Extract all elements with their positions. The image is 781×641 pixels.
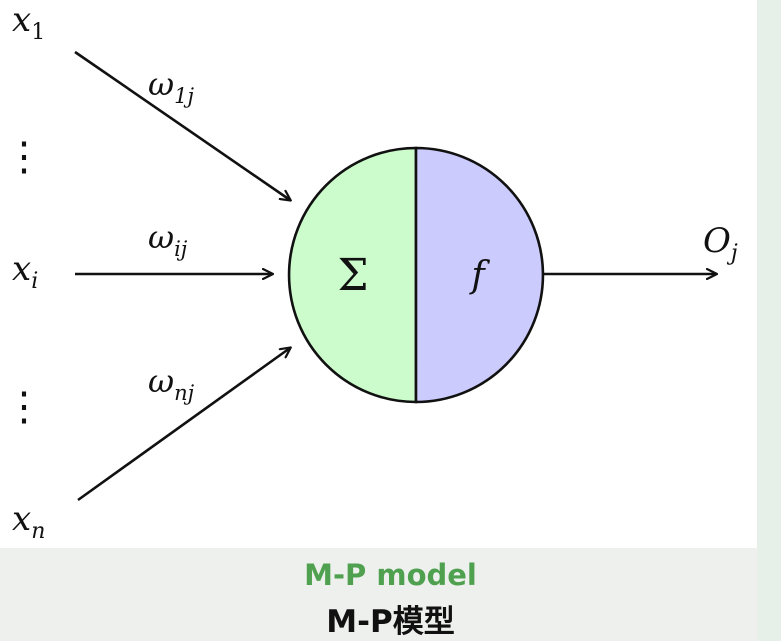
summation-symbol: Σ [337, 250, 368, 301]
output-label: Oj [703, 221, 738, 266]
diagram-canvas: x1 xi xn ⋮ ⋮ ω1j ωij ωnj Σ f [4, 0, 738, 544]
summation-half [287, 146, 418, 404]
input-n-arrow [77, 348, 290, 502]
activation-half [414, 146, 545, 404]
input-n-label: xn [12, 499, 45, 544]
mp-neuron-diagram: x1 xi xn ⋮ ⋮ ω1j ωij ωnj Σ f [0, 0, 757, 548]
caption-english: M-P model [304, 558, 477, 592]
input-1-arrow [74, 50, 290, 200]
weight-nj-label: ωnj [148, 362, 195, 405]
ellipsis-lower: ⋮ [4, 384, 44, 430]
weight-ij-label: ωij [148, 218, 188, 261]
side-strip [757, 0, 781, 641]
caption-chinese: M-P模型 [326, 604, 455, 640]
weight-1j-label: ω1j [148, 65, 194, 108]
ellipsis-upper: ⋮ [4, 134, 44, 180]
input-i-label: xi [12, 249, 38, 294]
input-1-label: x1 [12, 0, 45, 45]
